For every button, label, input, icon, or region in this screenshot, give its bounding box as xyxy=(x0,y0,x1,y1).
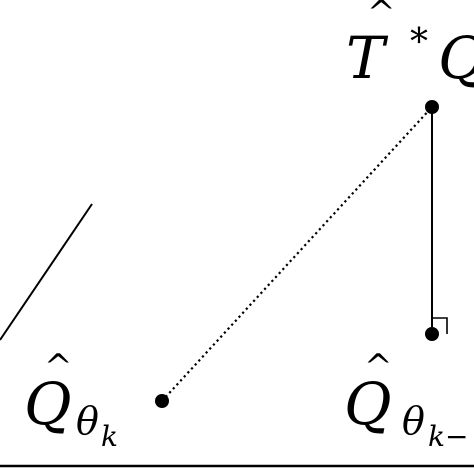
bottom-right-label-subscript: θ xyxy=(402,399,425,443)
top-label: ^ T * Q xyxy=(346,0,474,92)
top-label-star: * xyxy=(410,22,428,63)
bottom-left-label: ^ Q θ k xyxy=(24,347,118,453)
top-label-hat: ^ xyxy=(367,0,396,33)
bottom-left-label-sub-subscript: k xyxy=(101,420,118,453)
bottom-right-point xyxy=(425,327,439,341)
top-label-symbol: T xyxy=(346,24,389,92)
bottom-left-label-hat: ^ xyxy=(44,347,73,387)
bottom-right-label: ^ Q θ k− xyxy=(344,347,468,453)
dotted-distance-line xyxy=(161,106,433,402)
bottom-right-label-sub-subscript: k− xyxy=(428,420,468,453)
top-point xyxy=(425,100,439,114)
bottom-left-point xyxy=(155,394,169,408)
bottom-right-label-hat: ^ xyxy=(364,347,393,387)
bottom-left-label-symbol: Q xyxy=(24,370,72,438)
left-partial-line xyxy=(0,203,93,341)
top-label-trailing-symbol: Q xyxy=(438,24,474,92)
right-angle-marker xyxy=(432,317,448,334)
bottom-right-label-symbol: Q xyxy=(344,370,392,438)
bottom-left-label-subscript: θ xyxy=(76,399,99,443)
